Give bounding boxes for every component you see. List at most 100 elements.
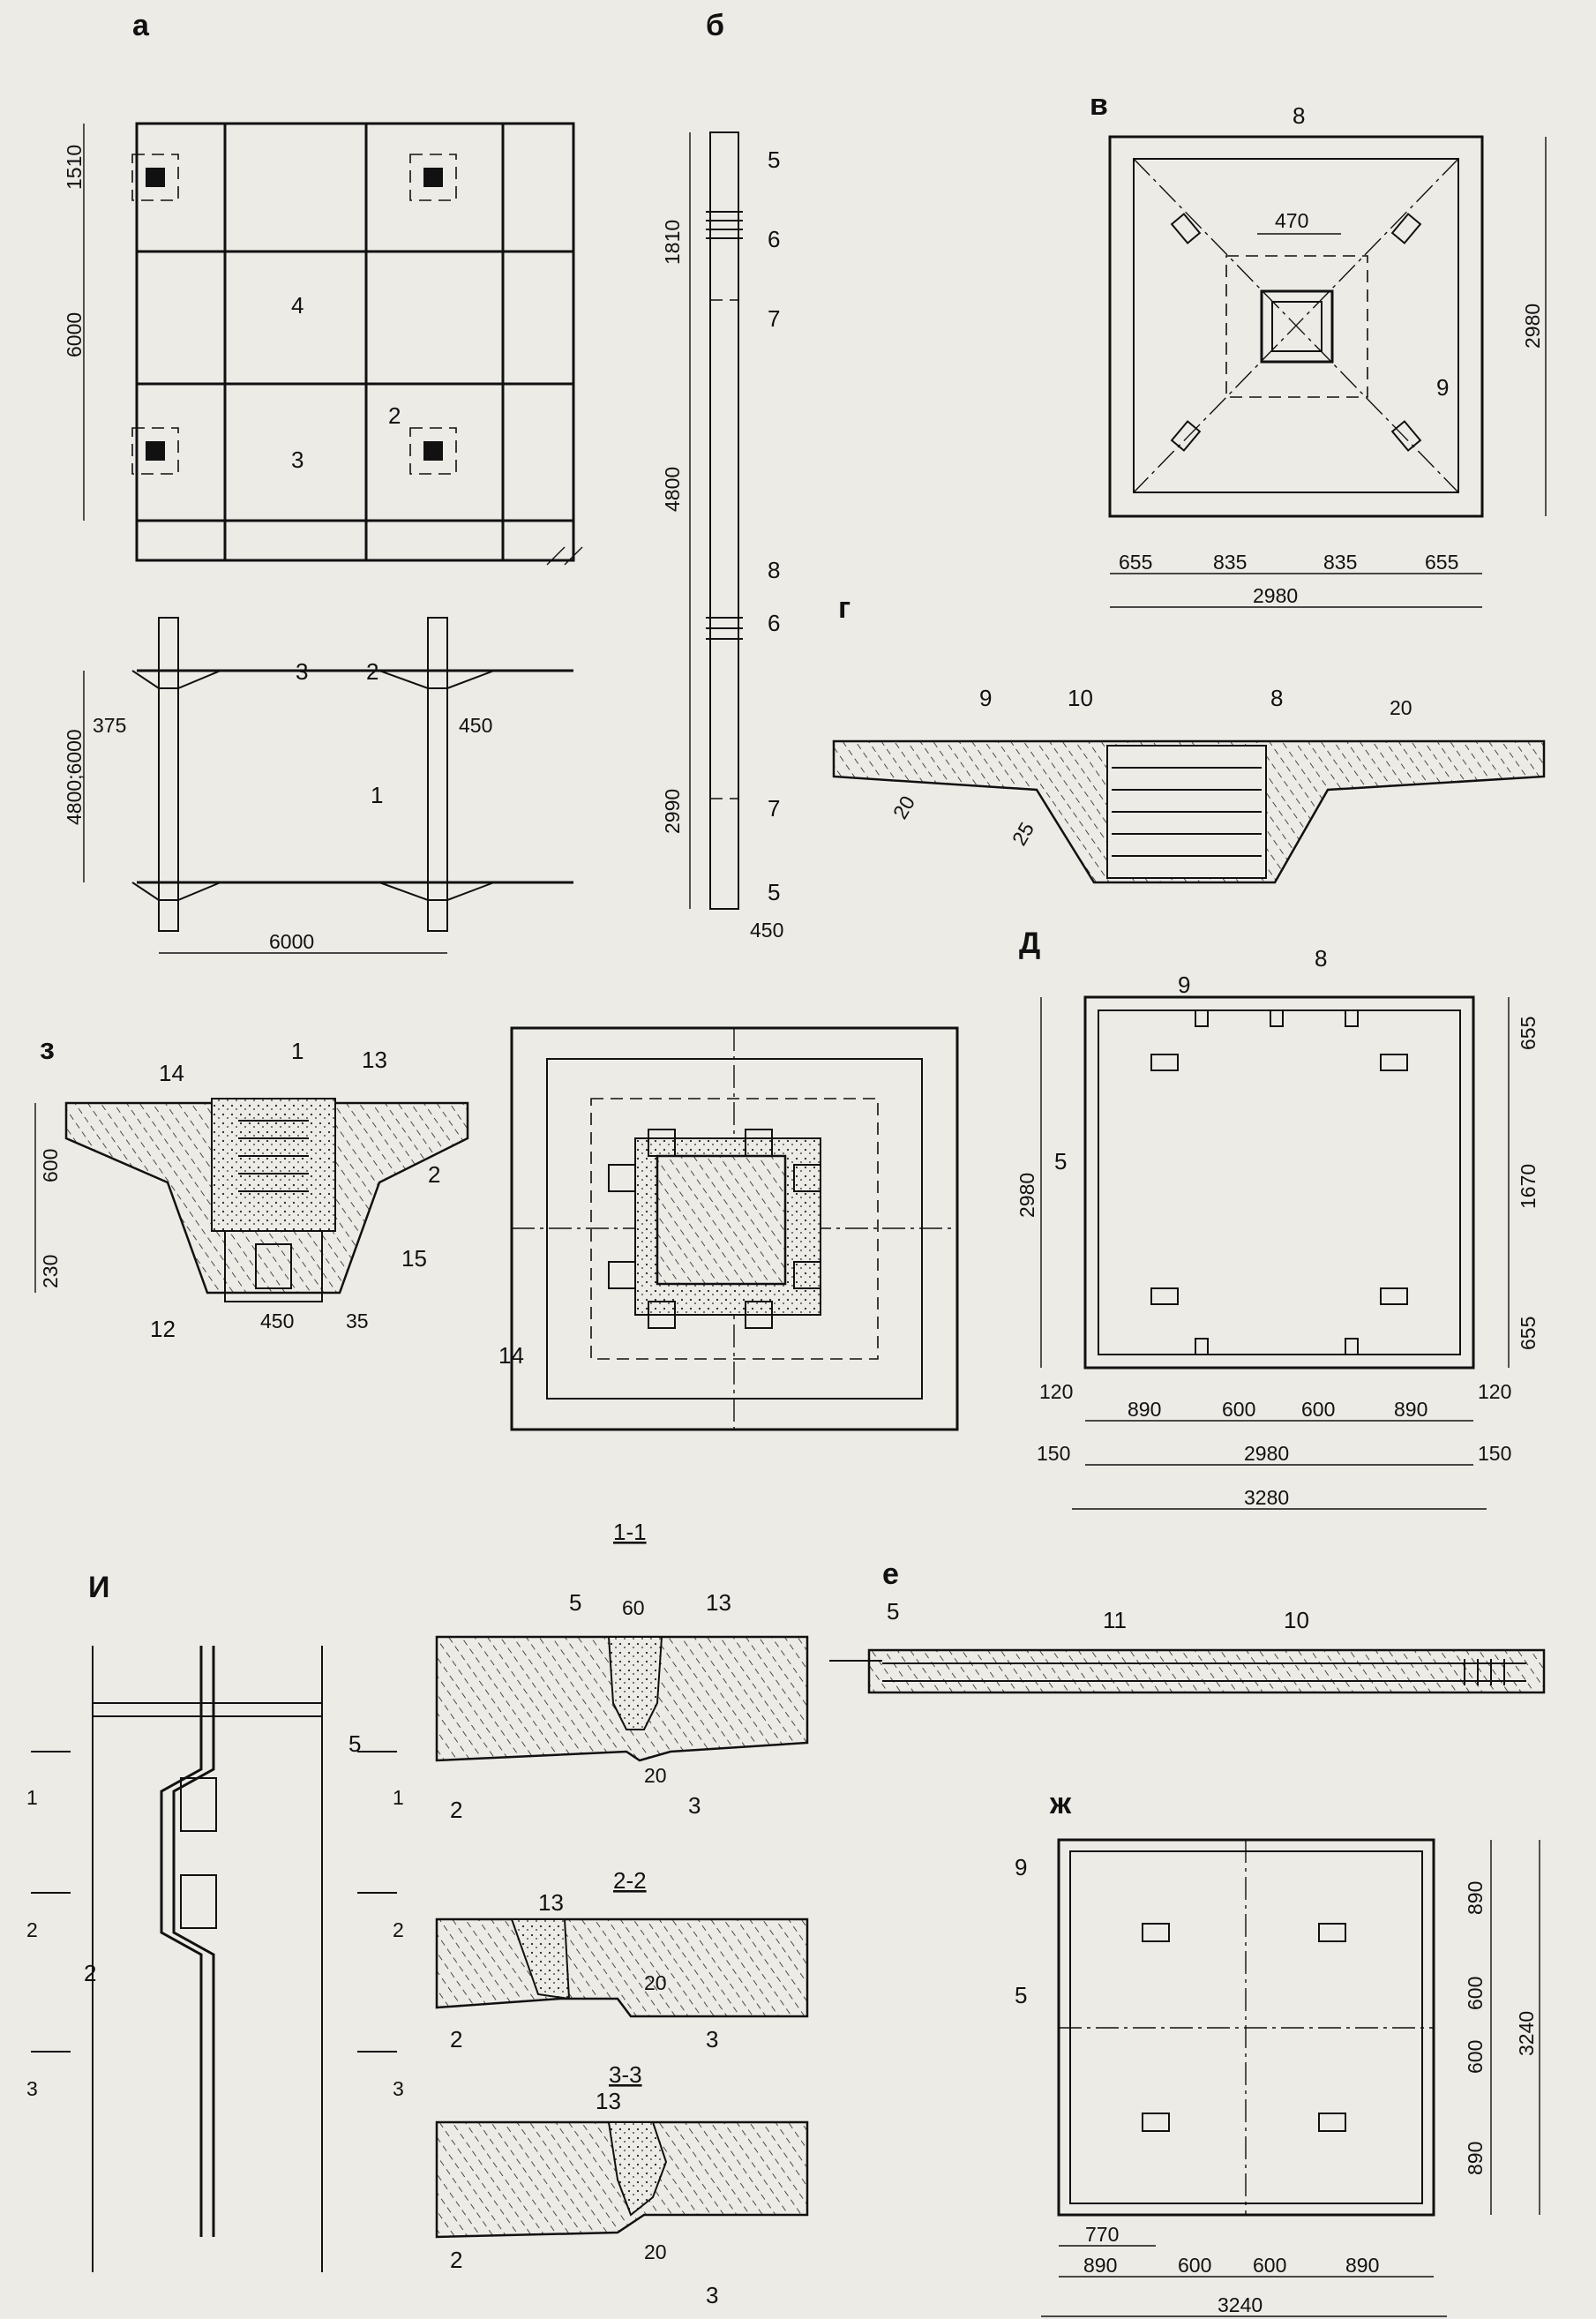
dim-b-bot: 2990 <box>661 789 684 834</box>
callout-5: 5 <box>887 1598 899 1625</box>
callout-6: 6 <box>768 610 780 636</box>
dim-d-e2: 120 <box>1478 1380 1511 1403</box>
callout-9: 9 <box>1178 972 1190 998</box>
callout-2: 2 <box>428 1161 440 1188</box>
dim-s1-g: 20 <box>644 1764 667 1787</box>
section-mark-2-left: 2 <box>26 1918 38 1941</box>
dim-d-c1: 890 <box>1128 1398 1161 1421</box>
callout-3: 3 <box>706 2026 718 2053</box>
dim-zh-h: 3240 <box>1515 2011 1538 2056</box>
panel-zh: ж 890 600 600 890 3240 770 890 600 600 8… <box>1015 1787 1540 2317</box>
panel-e: е 5 11 10 <box>829 1557 1546 1694</box>
dim-zh-c2: 600 <box>1178 2254 1211 2277</box>
dim-d-total1: 2980 <box>1244 1442 1289 1465</box>
callout-2: 2 <box>84 1960 96 1986</box>
dim-zh-c4: 890 <box>1345 2254 1379 2277</box>
callout-9: 9 <box>979 685 992 711</box>
callout-2: 2 <box>450 2026 462 2053</box>
callout-4: 4 <box>291 292 303 319</box>
dim-d-h: 2980 <box>1015 1173 1038 1218</box>
callout-8: 8 <box>1315 945 1327 972</box>
panel-label-z: з <box>40 1032 55 1066</box>
callout-8: 8 <box>768 557 780 583</box>
dim-d-r1: 655 <box>1517 1017 1540 1050</box>
dim-d-r3: 655 <box>1517 1317 1540 1350</box>
dim-a-floor: 4800;6000 <box>63 729 86 825</box>
dim-z-w: 450 <box>260 1310 294 1332</box>
dim-z-h2: 230 <box>39 1255 62 1288</box>
callout-10: 10 <box>1068 685 1093 711</box>
panel-label-e: е <box>882 1557 899 1591</box>
dim-d-total2: 3280 <box>1244 1486 1289 1509</box>
section-1-1: 60 20 5 13 2 3 <box>435 1589 809 1823</box>
callout-14: 14 <box>498 1342 524 1369</box>
callout-15: 15 <box>401 1245 427 1272</box>
callout-5: 5 <box>569 1589 581 1616</box>
dim-z-gap: 35 <box>346 1310 369 1332</box>
section-2-2: 20 13 2 3 <box>435 1889 809 2053</box>
callout-1: 1 <box>371 782 383 808</box>
callout-3: 3 <box>706 2282 718 2308</box>
callout-5: 5 <box>1015 1982 1027 2008</box>
callout-10: 10 <box>1284 1607 1309 1633</box>
section-mark-3-left: 3 <box>26 2077 38 2100</box>
column-square <box>423 441 443 461</box>
dim-v-b4: 655 <box>1425 551 1458 574</box>
callout-7: 7 <box>768 795 780 822</box>
section-1-1-title: 1-1 <box>613 1519 647 1545</box>
dim-v-inner: 470 <box>1275 209 1308 232</box>
callout-13: 13 <box>362 1047 387 1073</box>
dim-v-side: 2980 <box>1521 304 1544 349</box>
section-mark-1-left: 1 <box>26 1786 38 1809</box>
section-mark-2-right: 2 <box>393 1918 404 1941</box>
dim-v-total: 2980 <box>1253 584 1298 607</box>
callout-5: 5 <box>1054 1148 1067 1175</box>
callout-12: 12 <box>150 1316 176 1342</box>
panel-label-zh: ж <box>1049 1787 1072 1820</box>
dim-a-cap: 450 <box>459 714 492 737</box>
dim-s3-g: 20 <box>644 2240 667 2263</box>
dim-d-o1: 150 <box>1037 1442 1070 1465</box>
panel-label-d: Д <box>1019 927 1040 960</box>
dim-zh-c1: 890 <box>1083 2254 1117 2277</box>
panel-label-v: в <box>1090 88 1108 122</box>
dim-v-b1: 655 <box>1119 551 1152 574</box>
callout-2: 2 <box>366 658 378 685</box>
dim-d-e1: 120 <box>1039 1380 1073 1403</box>
dim-z-h1: 600 <box>39 1149 62 1182</box>
callout-8: 8 <box>1293 102 1305 129</box>
dim-d-c2: 600 <box>1222 1398 1255 1421</box>
callout-5: 5 <box>768 146 780 173</box>
panel-label-a: а <box>132 9 150 42</box>
dim-s1-w: 60 <box>622 1596 645 1619</box>
panel-a: а 1510 6000 4 2 3 <box>63 9 583 954</box>
callout-3: 3 <box>688 1792 701 1819</box>
column-square <box>146 441 165 461</box>
callout-2: 2 <box>450 1797 462 1823</box>
callout-9: 9 <box>1436 374 1449 401</box>
dim-zh-w: 3240 <box>1218 2293 1263 2316</box>
callout-2: 2 <box>388 402 401 429</box>
callout-3: 3 <box>291 447 303 473</box>
dim-a-top: 1510 <box>63 145 86 190</box>
dim-g-t1: 20 <box>1390 696 1412 719</box>
dim-b-w: 450 <box>750 919 783 942</box>
dim-b-top: 1810 <box>661 220 684 265</box>
section-3-3: 20 13 2 3 <box>435 2088 809 2308</box>
dim-zh-r2: 600 <box>1464 1977 1487 2010</box>
dim-d-r2: 1670 <box>1517 1164 1540 1209</box>
panel-a-elevation <box>131 617 573 932</box>
section-mark-1-right: 1 <box>393 1786 404 1809</box>
dim-d-c3: 600 <box>1301 1398 1335 1421</box>
panel-label-g: г <box>838 591 850 625</box>
panel-z: з 600 230 450 35 1 13 14 2 15 12 14 <box>34 1026 959 1431</box>
panel-label-b: б <box>706 9 724 42</box>
dim-zh-r4: 890 <box>1464 2142 1487 2175</box>
dim-zh-r3: 600 <box>1464 2040 1487 2074</box>
dim-v-b2: 835 <box>1213 551 1247 574</box>
callout-9: 9 <box>1015 1854 1027 1880</box>
column-square <box>423 168 443 187</box>
dim-v-b3: 835 <box>1323 551 1357 574</box>
callout-14: 14 <box>159 1060 184 1086</box>
